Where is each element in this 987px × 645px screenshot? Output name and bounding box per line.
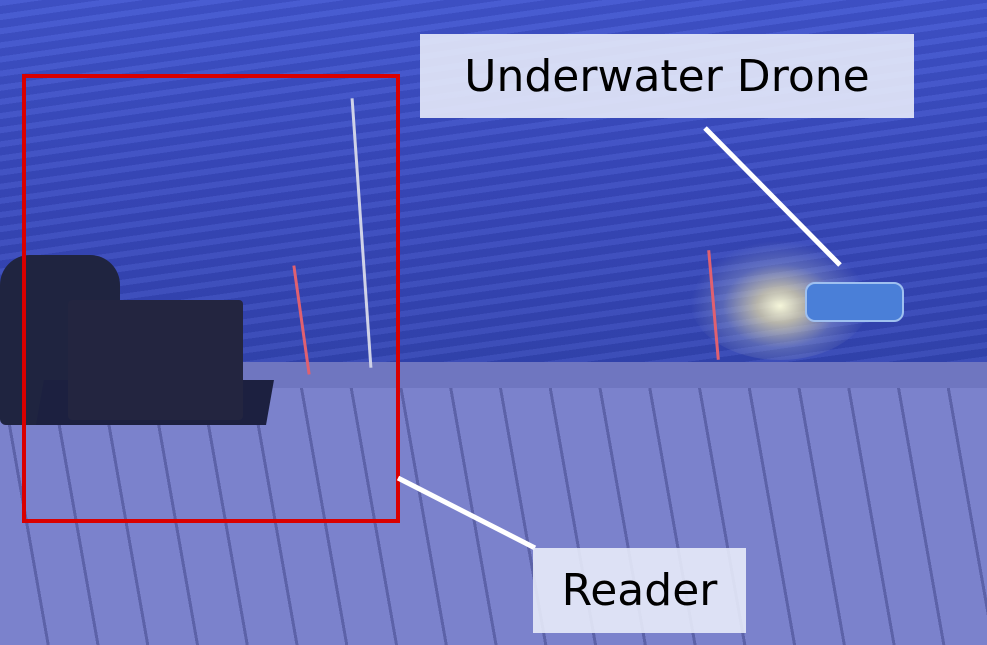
drone-label: Underwater Drone bbox=[420, 34, 914, 118]
drone-leader-line bbox=[703, 126, 842, 267]
reader-leader-line bbox=[396, 475, 537, 551]
wooden-dock bbox=[0, 388, 987, 645]
underwater-drone bbox=[805, 282, 904, 322]
reader-highlight-box bbox=[22, 74, 400, 523]
reader-equipment bbox=[68, 300, 243, 420]
reader-label: Reader bbox=[533, 548, 746, 633]
